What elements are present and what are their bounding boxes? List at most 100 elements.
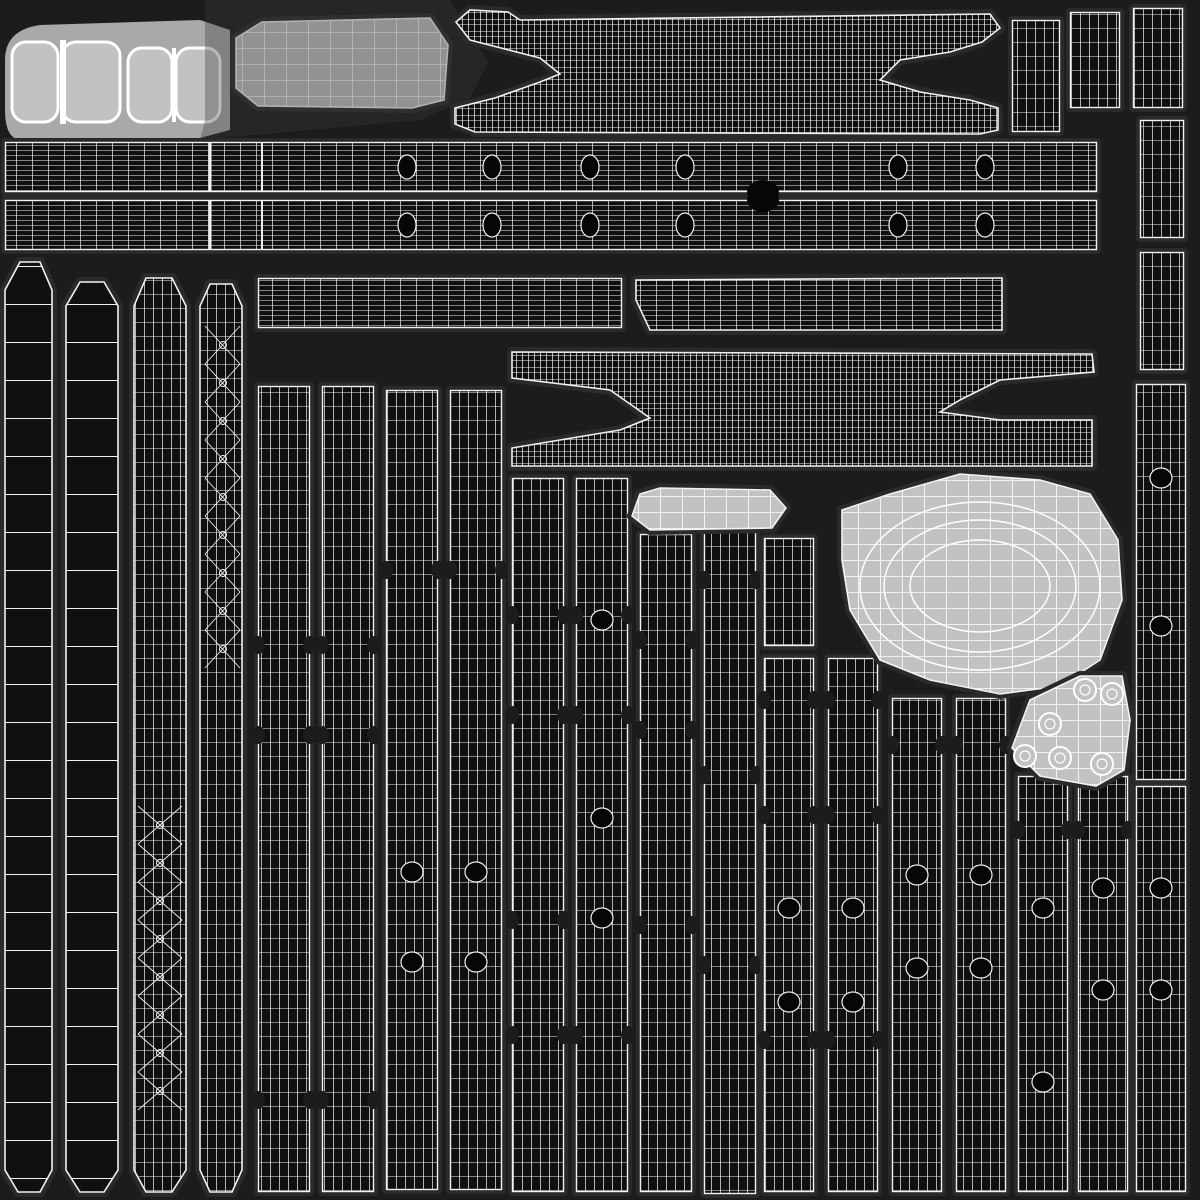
small-strip-3 xyxy=(1129,4,1187,112)
strap-hole xyxy=(590,907,614,929)
strap-column-12 xyxy=(885,694,949,1196)
strap-notch xyxy=(315,1091,329,1109)
strap-column-8 xyxy=(697,526,763,1198)
strap-notch xyxy=(315,636,329,654)
strap-notch xyxy=(1071,821,1085,839)
strap-hole xyxy=(397,154,417,180)
strap-notch xyxy=(1061,821,1075,839)
center-flared-island xyxy=(507,347,1099,471)
strap-notch xyxy=(871,806,885,824)
strap-notch xyxy=(749,571,763,589)
strap-hole xyxy=(1091,979,1115,1001)
strap-column-5 xyxy=(505,474,571,1196)
strap-notch xyxy=(1121,821,1135,839)
strap-hole xyxy=(1031,897,1055,919)
left-long-strap-1 xyxy=(0,257,57,1197)
strap-column-15 xyxy=(1071,772,1135,1196)
strap-notch xyxy=(871,691,885,709)
strap-notch xyxy=(505,606,519,624)
strap-diamond-rivets-2 xyxy=(137,805,183,1111)
strap-notch xyxy=(685,631,699,649)
strap-column-17 xyxy=(1132,380,1190,784)
strap-hole xyxy=(1149,615,1173,637)
strap-notch xyxy=(379,561,393,579)
strap-column-2 xyxy=(315,382,381,1196)
strap-hole xyxy=(482,212,502,238)
small-strip-4 xyxy=(1136,116,1188,242)
strap-notch xyxy=(367,726,381,744)
strap-column-9 xyxy=(760,534,818,650)
strap-notch xyxy=(1011,821,1025,839)
strap-notch xyxy=(949,736,963,754)
strap-hole xyxy=(400,951,424,973)
strap-notch xyxy=(807,691,821,709)
strap-column-16 xyxy=(1132,782,1190,1196)
strap-notch xyxy=(431,561,445,579)
strap-hole xyxy=(841,897,865,919)
strap-hole xyxy=(590,807,614,829)
strap-notch xyxy=(251,636,265,654)
strap-notch xyxy=(757,1031,771,1049)
strap-notch xyxy=(697,766,711,784)
strap-column-14 xyxy=(1011,772,1075,1196)
strap-column-7 xyxy=(633,530,699,1196)
strap-notch xyxy=(807,1031,821,1049)
strap-notch xyxy=(871,1031,885,1049)
strap-notch xyxy=(885,736,899,754)
strap-notch xyxy=(621,1026,635,1044)
strap-notch xyxy=(505,706,519,724)
strap-hole xyxy=(580,154,600,180)
keeper-island xyxy=(231,13,453,113)
strap-column-11 xyxy=(821,654,885,1196)
strap-notch xyxy=(303,1091,317,1109)
strap-hole xyxy=(1031,1071,1055,1093)
horizontal-strap-1 xyxy=(1,138,1101,204)
strap-hole xyxy=(397,212,417,238)
strap-hole xyxy=(905,864,929,886)
mid-strap-right xyxy=(631,273,1007,335)
strap-column-4 xyxy=(443,386,509,1194)
strap-notch xyxy=(697,571,711,589)
strap-notch xyxy=(557,911,571,929)
strap-notch xyxy=(821,1031,835,1049)
strap-hole xyxy=(969,864,993,886)
strap-notch xyxy=(697,956,711,974)
strap-notch xyxy=(557,606,571,624)
strap-hole xyxy=(975,212,995,238)
strap-notch xyxy=(505,1026,519,1044)
strap-hole xyxy=(747,188,779,212)
strap-hole xyxy=(464,861,488,883)
strap-notch xyxy=(569,606,583,624)
strap-notch xyxy=(367,636,381,654)
buckle-pin-island xyxy=(627,483,791,535)
strap-hole xyxy=(400,861,424,883)
strap-hole xyxy=(482,154,502,180)
strap-notch xyxy=(495,561,509,579)
small-strip-2 xyxy=(1066,8,1124,112)
strap-notch xyxy=(505,911,519,929)
strap-notch xyxy=(621,606,635,624)
strap-hole xyxy=(1149,979,1173,1001)
strap-notch xyxy=(633,631,647,649)
strap-hole xyxy=(777,991,801,1013)
strap-notch xyxy=(443,561,457,579)
strap-hole xyxy=(590,609,614,631)
strap-notch xyxy=(807,806,821,824)
strap-hole xyxy=(1091,877,1115,899)
strap-column-3 xyxy=(379,386,445,1194)
strap-notch xyxy=(749,766,763,784)
strap-hole xyxy=(675,212,695,238)
strap-notch xyxy=(685,721,699,739)
oval-badge-island xyxy=(837,469,1127,699)
left-long-strap-4 xyxy=(195,279,247,1197)
strap-hole xyxy=(888,154,908,180)
oval-badge-rings xyxy=(859,501,1101,671)
strap-notch xyxy=(557,1026,571,1044)
strap-notch xyxy=(821,806,835,824)
rivet-heads xyxy=(1013,678,1124,776)
strap-diamond-rivets-1 xyxy=(204,325,241,669)
strap-hole xyxy=(888,212,908,238)
strap-column-1 xyxy=(251,382,317,1196)
